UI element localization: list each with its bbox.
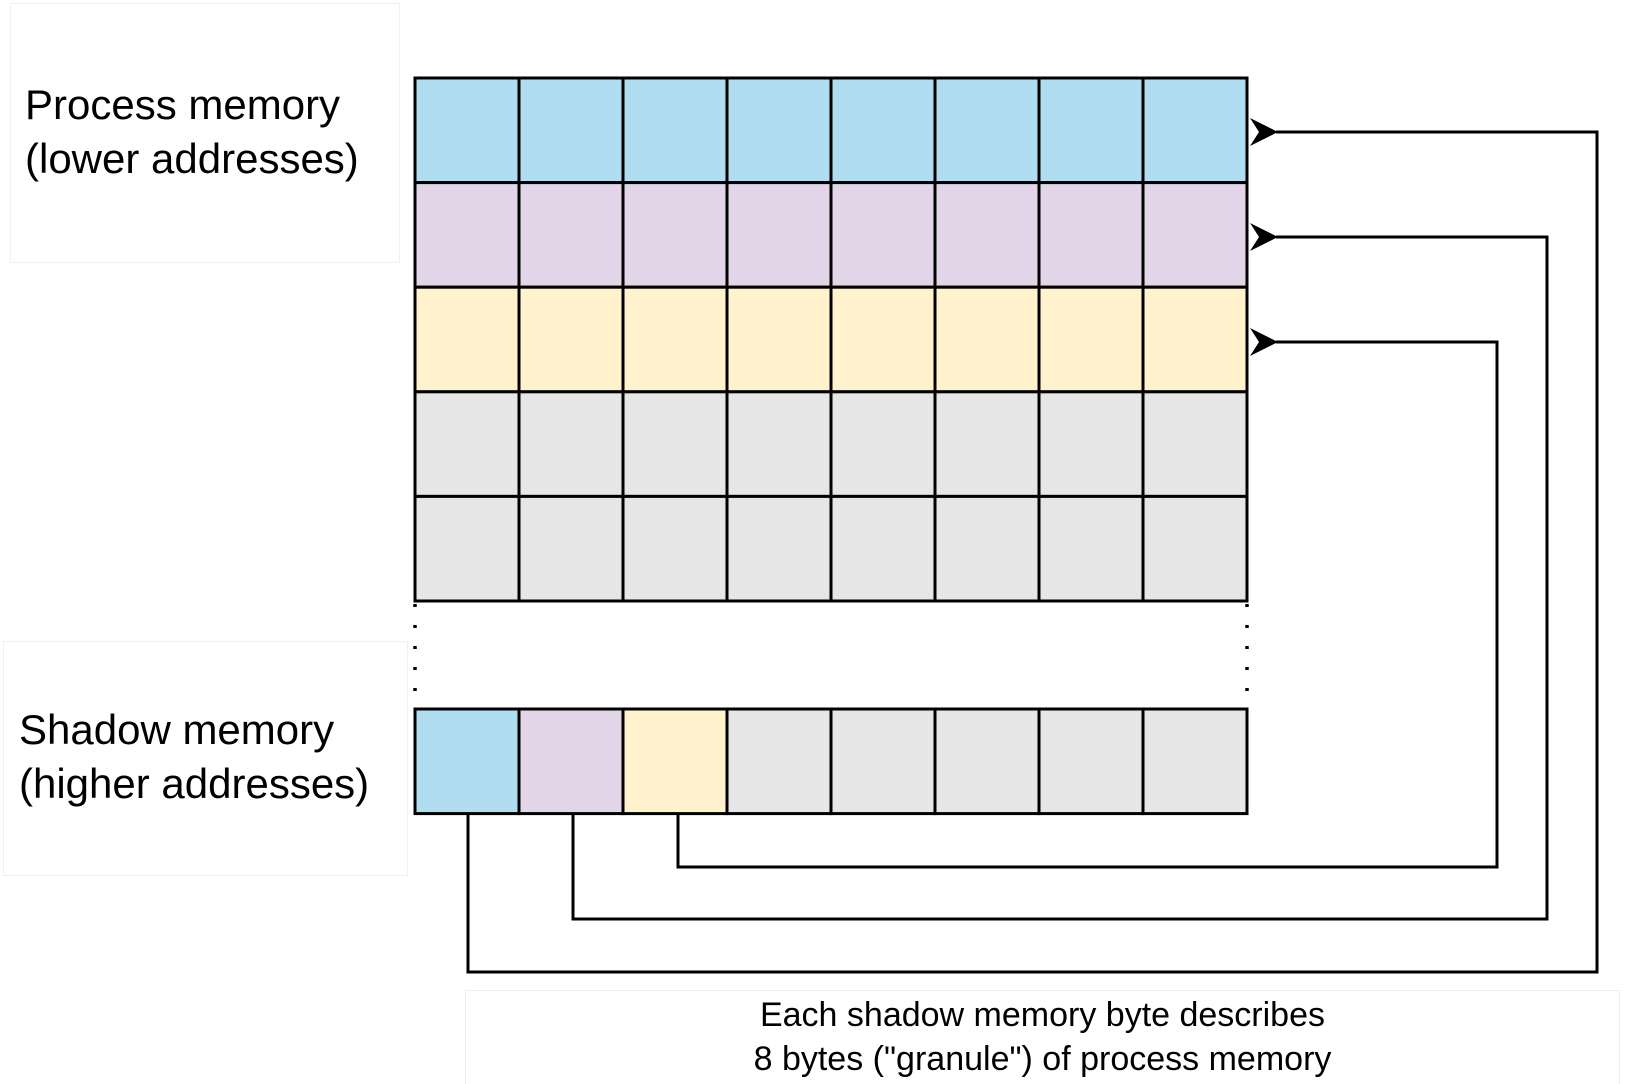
process-memory-byte-purple [621, 181, 729, 289]
shadow-memory-label-box [3, 641, 408, 876]
process-memory-byte-purple [413, 181, 521, 289]
process-memory-byte-gray [1141, 390, 1249, 498]
process-memory-byte-gray [517, 494, 625, 603]
shadow-memory-byte-purple [517, 707, 625, 816]
process-memory-byte-blue [517, 76, 625, 185]
process-memory-byte-yellow [725, 285, 833, 394]
process-memory-byte-gray [621, 494, 729, 603]
shadow-memory-byte-gray [1141, 707, 1249, 816]
shadow-memory-byte-blue [413, 707, 521, 816]
process-memory-title: Process memory [25, 81, 341, 128]
process-memory-label: Process memory (lower addresses) [25, 78, 359, 186]
process-memory-byte-purple [1141, 181, 1249, 289]
process-memory-byte-gray [725, 494, 833, 603]
shadow-memory-byte-gray [1037, 707, 1145, 816]
shadow-memory-byte-yellow [621, 707, 729, 816]
process-memory-byte-yellow [1037, 285, 1145, 394]
process-memory-byte-blue [933, 76, 1041, 185]
shadow-memory-title: Shadow memory [19, 706, 335, 753]
mapping-arrow-blue [466, 118, 1599, 974]
shadow-memory-subtitle: (higher addresses) [19, 760, 370, 807]
shadow-memory-byte-gray [725, 707, 833, 816]
process-memory-byte-gray [1037, 390, 1145, 498]
process-memory-byte-gray [725, 390, 833, 498]
caption-box: Each shadow memory byte describes 8 byte… [465, 990, 1620, 1084]
process-memory-byte-yellow [1141, 285, 1249, 394]
shadow-memory-byte-gray [829, 707, 937, 816]
process-memory-grid [413, 76, 1249, 603]
process-memory-byte-gray [1141, 494, 1249, 603]
caption-line-2: 8 bytes ("granule") of process memory [753, 1040, 1332, 1078]
process-memory-byte-gray [933, 494, 1041, 603]
process-memory-byte-yellow [517, 285, 625, 394]
process-memory-byte-gray [413, 390, 521, 498]
process-memory-byte-gray [517, 390, 625, 498]
process-memory-byte-purple [1037, 181, 1145, 289]
process-memory-byte-gray [829, 494, 937, 603]
process-memory-byte-blue [1141, 76, 1249, 185]
process-memory-byte-purple [829, 181, 937, 289]
process-memory-byte-blue [1037, 76, 1145, 185]
process-memory-byte-gray [933, 390, 1041, 498]
process-memory-byte-yellow [413, 285, 521, 394]
process-memory-byte-purple [725, 181, 833, 289]
process-memory-byte-gray [413, 494, 521, 603]
process-memory-byte-gray [1037, 494, 1145, 603]
shadow-memory-label: Shadow memory (higher addresses) [19, 703, 369, 811]
shadow-memory-grid [413, 707, 1249, 816]
shadow-memory-byte-gray [933, 707, 1041, 816]
process-memory-byte-blue [413, 76, 521, 185]
process-memory-byte-yellow [933, 285, 1041, 394]
process-memory-byte-purple [933, 181, 1041, 289]
mapping-arrow-purple [571, 223, 1549, 921]
process-memory-byte-blue [829, 76, 937, 185]
mapping-arrow-yellow [676, 328, 1499, 869]
process-memory-byte-yellow [621, 285, 729, 394]
process-memory-byte-blue [725, 76, 833, 185]
process-memory-label-box [10, 3, 400, 263]
process-memory-byte-blue [621, 76, 729, 185]
process-memory-subtitle: (lower addresses) [25, 135, 359, 182]
process-memory-byte-gray [621, 390, 729, 498]
process-memory-byte-gray [829, 390, 937, 498]
caption-line-1: Each shadow memory byte describes [759, 996, 1326, 1034]
process-memory-byte-purple [517, 181, 625, 289]
process-memory-byte-yellow [829, 285, 937, 394]
